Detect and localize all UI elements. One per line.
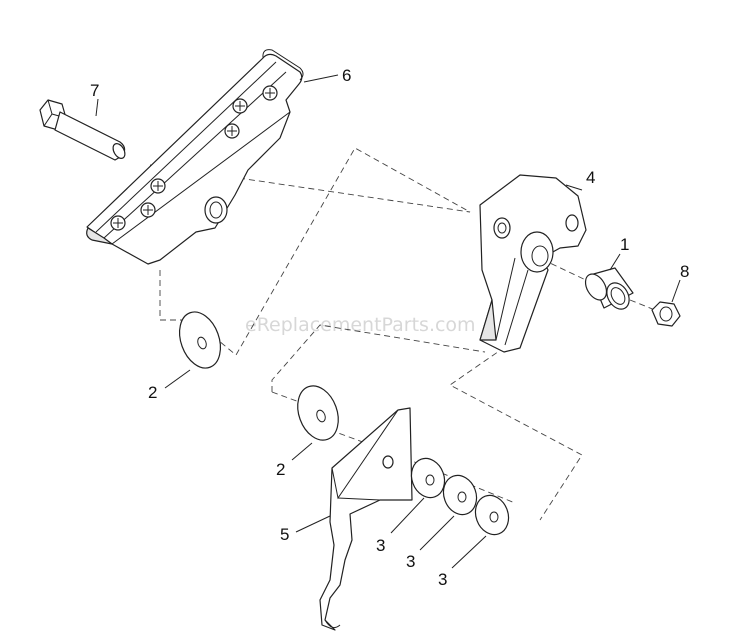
plate-holes <box>110 85 278 231</box>
callout-labels: 7 6 4 1 8 2 2 5 3 3 3 <box>90 66 689 589</box>
callout-3-b: 3 <box>406 552 415 571</box>
callout-2-lower: 2 <box>276 460 285 479</box>
callout-3-a: 3 <box>376 536 385 555</box>
part-4-bracket <box>479 174 587 353</box>
watermark-text: eReplacementParts.com <box>245 314 476 336</box>
part-8-hex-nut <box>651 301 681 327</box>
part-2-washer-lower <box>297 385 339 441</box>
callout-3-c: 3 <box>438 570 447 589</box>
part-6-slotted-plate <box>86 49 304 265</box>
callout-8: 8 <box>680 262 689 281</box>
leader-lines <box>95 74 681 569</box>
callout-1: 1 <box>620 235 629 254</box>
part-2-washer-upper <box>178 311 222 369</box>
part-7-hex-bolt <box>39 99 126 161</box>
callout-5: 5 <box>280 525 289 544</box>
callout-2-upper: 2 <box>148 383 157 402</box>
callout-6: 6 <box>342 66 351 85</box>
part-5-latch-plate <box>319 407 413 631</box>
callout-4: 4 <box>586 168 595 187</box>
part-3-washers <box>410 457 510 536</box>
callout-7: 7 <box>90 81 99 100</box>
part-1-spacer <box>584 267 634 310</box>
